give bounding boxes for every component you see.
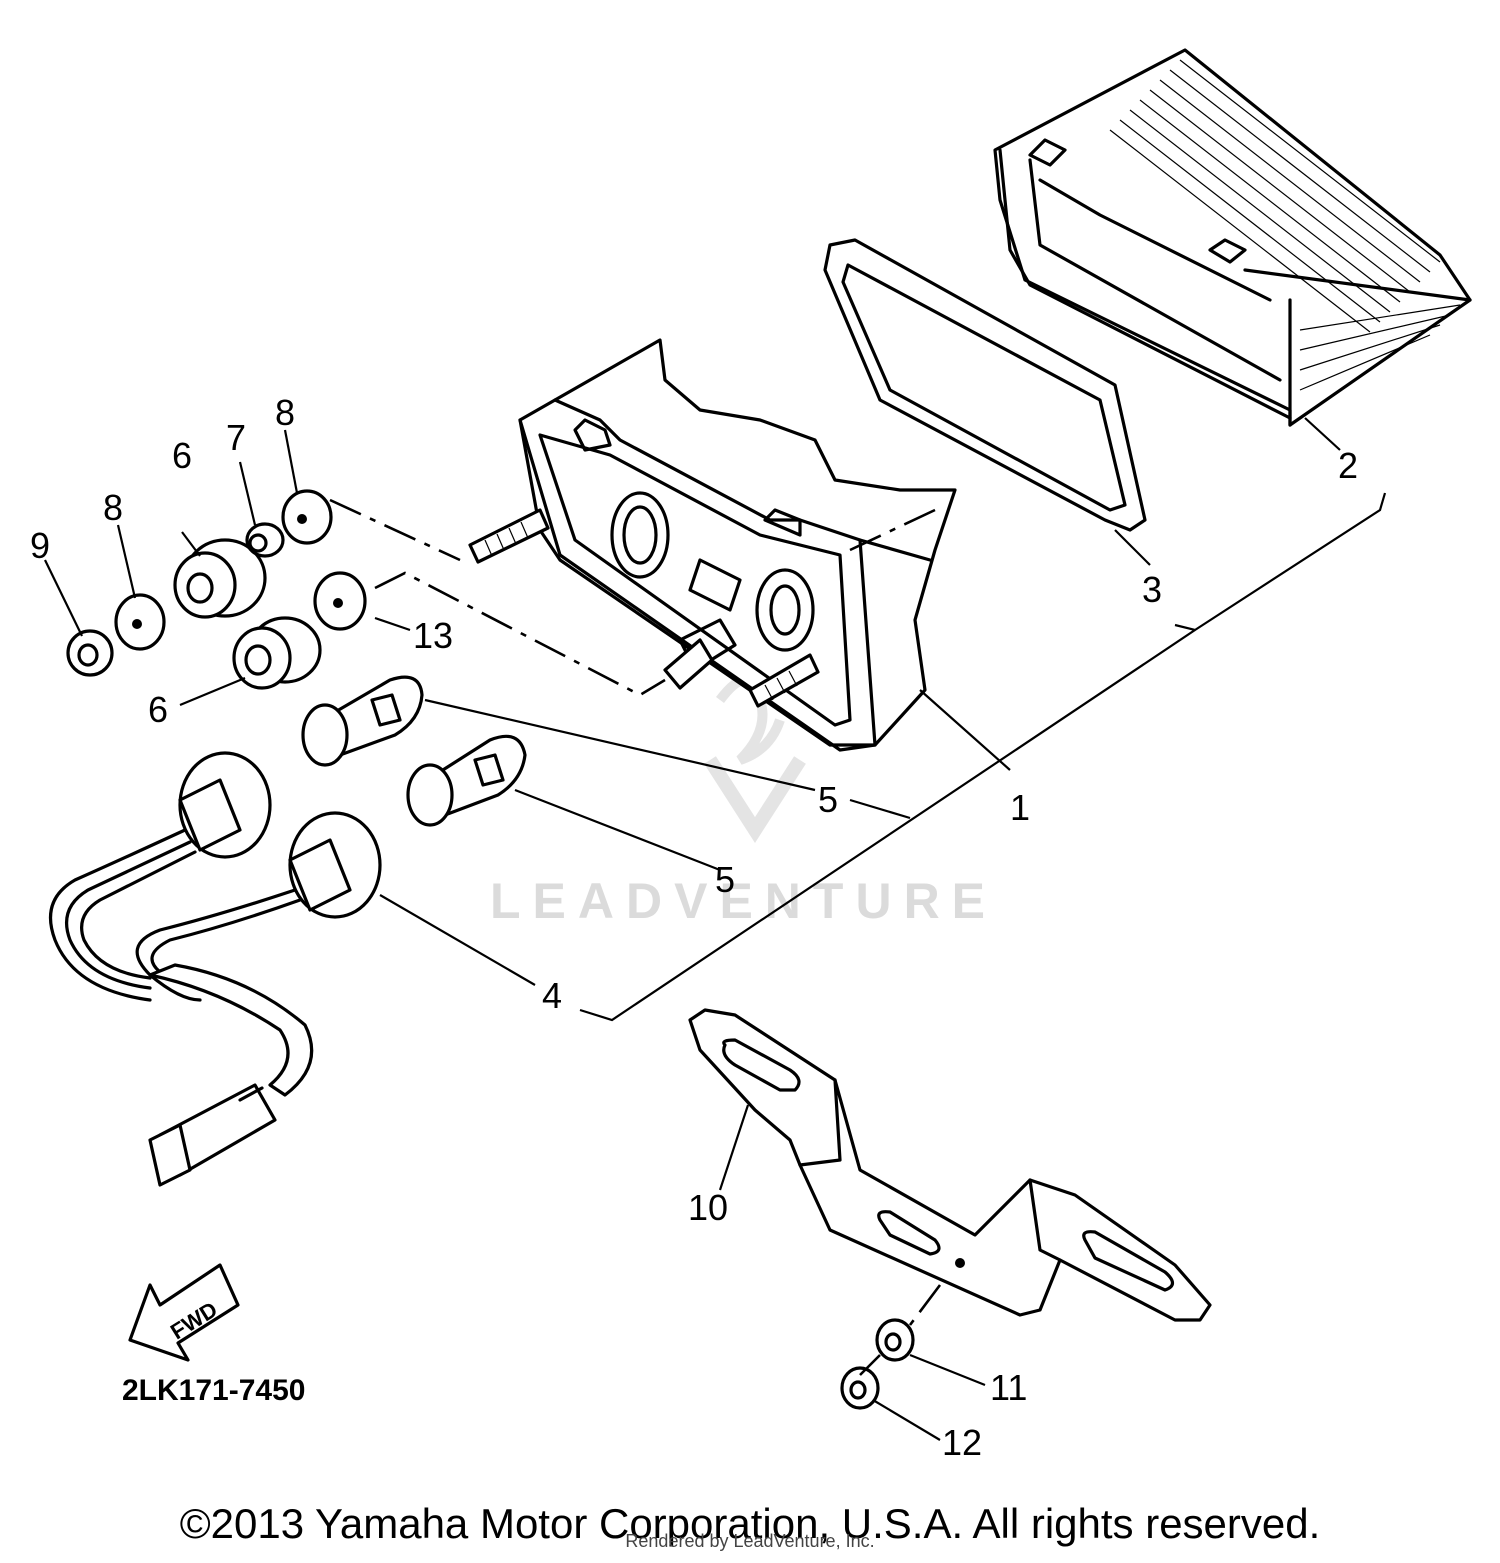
washer-part-8-right xyxy=(281,489,333,545)
callout-9: 9 xyxy=(30,525,50,566)
callout-numbers: 2 3 1 5 5 4 13 6 6 7 8 8 9 10 11 12 xyxy=(30,392,1358,1463)
rendered-by-credit: Rendered by LeadVenture, Inc. xyxy=(625,1531,875,1551)
assembly-lines xyxy=(329,498,942,1376)
callout-12: 12 xyxy=(942,1422,982,1463)
callout-5-lower: 5 xyxy=(715,859,735,900)
washer-part-8-left xyxy=(114,593,166,651)
bulb-part-5-lower xyxy=(406,734,527,827)
callout-3: 3 xyxy=(1142,569,1162,610)
stud-bolt-lower xyxy=(748,653,820,708)
leader-lines xyxy=(44,417,1387,1441)
callout-8-left: 8 xyxy=(103,487,123,528)
callout-5-upper: 5 xyxy=(818,779,838,820)
part-number-code: 2LK171-7450 xyxy=(122,1374,305,1407)
callout-4: 4 xyxy=(542,975,562,1016)
nut-part-9 xyxy=(66,629,114,677)
callout-11: 11 xyxy=(990,1367,1027,1408)
grommet-part-6-upper xyxy=(173,538,267,619)
collar-part-7 xyxy=(245,522,285,558)
watermark-text: LEADVENTURE xyxy=(490,873,997,929)
housing-part-1 xyxy=(468,338,957,752)
nut-part-12 xyxy=(840,1366,880,1410)
callout-10: 10 xyxy=(688,1187,728,1228)
copyright-notice: ©2013 Yamaha Motor Corporation, U.S.A. A… xyxy=(179,1500,1321,1547)
callout-6-upper: 6 xyxy=(172,435,192,476)
callout-7: 7 xyxy=(226,417,246,458)
gasket-part-3 xyxy=(823,238,1147,532)
callout-1: 1 xyxy=(1010,787,1030,828)
callout-8-right: 8 xyxy=(275,392,295,433)
bulb-part-5-upper xyxy=(301,675,424,767)
lens-ribbing xyxy=(1109,59,1461,391)
callout-2: 2 xyxy=(1338,445,1358,486)
grommet-part-6-lower xyxy=(232,616,322,690)
leadventure-watermark: LEADVENTURE xyxy=(490,675,997,929)
washer-part-13 xyxy=(313,571,367,631)
tail-lens-part-2 xyxy=(993,48,1472,427)
forward-direction-arrow: FWD xyxy=(128,1263,240,1362)
stud-bolt-upper xyxy=(468,508,550,564)
socket-harness-part-4 xyxy=(48,751,382,1187)
callout-6-lower: 6 xyxy=(148,689,168,730)
bracket-part-10 xyxy=(688,1008,1212,1322)
washer-part-11 xyxy=(875,1318,915,1362)
callout-13: 13 xyxy=(413,615,453,656)
